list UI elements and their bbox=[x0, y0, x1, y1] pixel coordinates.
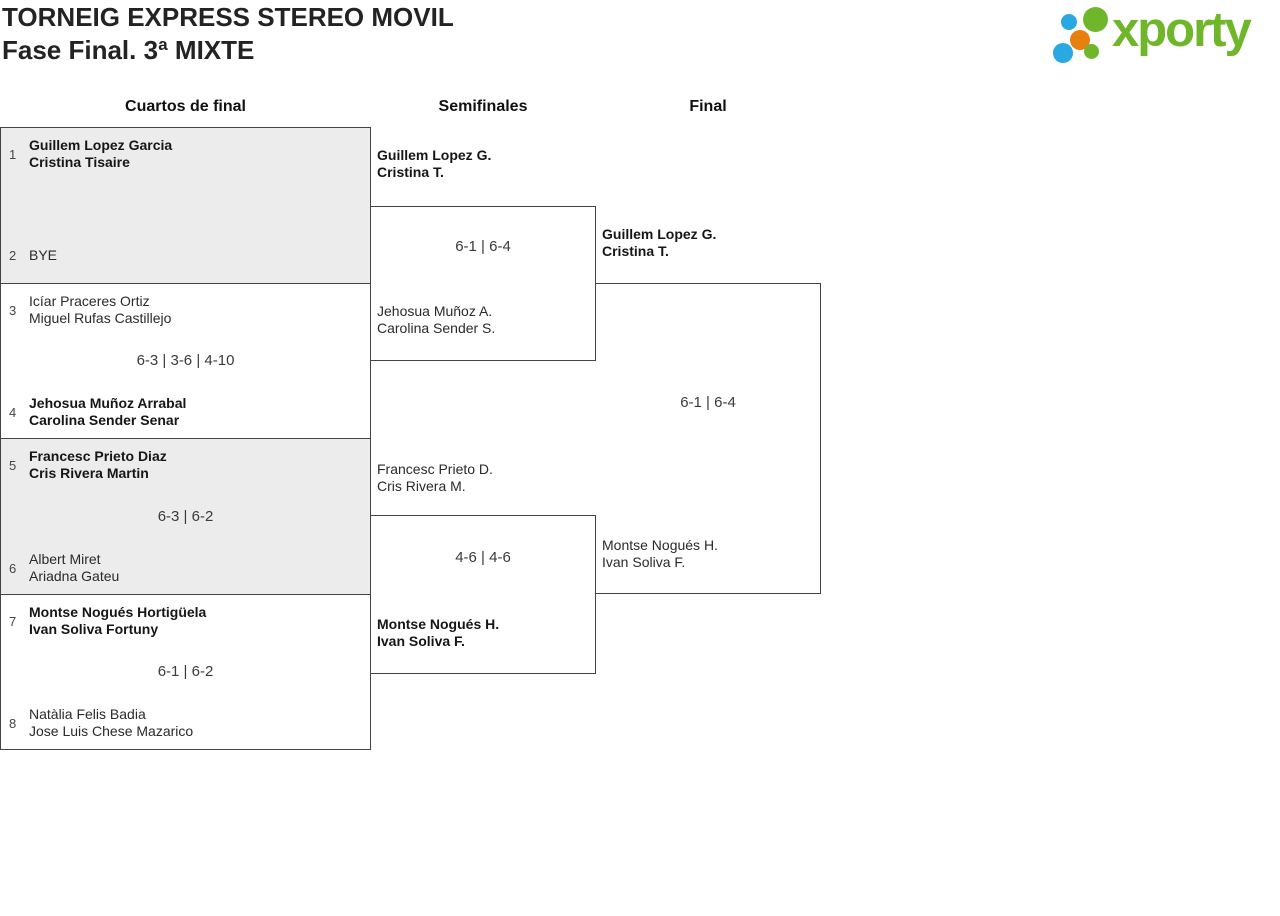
team-row: 1 Guillem Lopez Garcia Cristina Tisaire bbox=[9, 137, 172, 171]
xporty-logo[interactable]: xporty bbox=[1050, 3, 1278, 74]
match-score: 6-3 | 3-6 | 4-10 bbox=[136, 352, 235, 369]
team-label: Montse Nogués H. Ivan Soliva F. bbox=[377, 616, 499, 650]
player-name: Cristina T. bbox=[377, 164, 444, 180]
match-score: 6-1 | 6-4 bbox=[455, 238, 511, 255]
logo-wordmark: xporty bbox=[1112, 3, 1252, 57]
team-label: Francesc Prieto D. Cris Rivera M. bbox=[377, 461, 493, 495]
match-final bbox=[595, 283, 821, 594]
seed-number: 8 bbox=[9, 715, 17, 731]
player-name: Cristina Tisaire bbox=[29, 154, 130, 170]
player-name: Jehosua Muñoz Arrabal bbox=[29, 395, 187, 411]
player-name: Cristina T. bbox=[602, 243, 669, 259]
round-header-final: Final bbox=[689, 98, 727, 115]
player-name: Miguel Rufas Castillejo bbox=[29, 310, 172, 326]
match-quarterfinal-3: 5 Francesc Prieto Diaz Cris Rivera Marti… bbox=[0, 438, 371, 595]
player-name: Carolina Sender Senar bbox=[29, 412, 180, 428]
logo-dot-icon bbox=[1061, 14, 1077, 30]
player-name: Jose Luis Chese Mazarico bbox=[29, 723, 194, 739]
phase-name: Fase Final. 3ª MIXTE bbox=[2, 35, 255, 65]
player-name: Montse Nogués H. bbox=[602, 537, 718, 553]
player-name: Icíar Praceres Ortiz bbox=[29, 293, 150, 309]
seed-number: 2 bbox=[9, 248, 17, 263]
seed-number: 5 bbox=[9, 457, 17, 473]
player-name: Jehosua Muñoz A. bbox=[377, 303, 493, 319]
team-label: Jehosua Muñoz A. Carolina Sender S. bbox=[377, 303, 495, 337]
logo-dot-icon bbox=[1083, 7, 1108, 32]
player-name: Ariadna Gateu bbox=[29, 568, 120, 584]
team-row: 8 Natàlia Felis Badia Jose Luis Chese Ma… bbox=[9, 706, 193, 740]
player-name: Guillem Lopez Garcia bbox=[29, 137, 173, 153]
page-title: TORNEIG EXPRESS STEREO MOVIL Fase Final.… bbox=[2, 1, 454, 67]
logo-dot-icon bbox=[1084, 44, 1099, 59]
match-semifinal-2 bbox=[370, 515, 596, 674]
tournament-name: TORNEIG EXPRESS STEREO MOVIL bbox=[2, 2, 454, 32]
player-name: Ivan Soliva Fortuny bbox=[29, 621, 159, 637]
team-row: 5 Francesc Prieto Diaz Cris Rivera Marti… bbox=[9, 448, 167, 482]
team-label: Montse Nogués H. Ivan Soliva F. bbox=[602, 537, 718, 571]
match-semifinal-1 bbox=[370, 206, 596, 361]
team-label: Guillem Lopez G. Cristina T. bbox=[377, 147, 491, 181]
match-score: 6-1 | 6-4 bbox=[680, 394, 736, 411]
player-name: Cris Rivera Martin bbox=[29, 465, 149, 481]
match-score: 6-1 | 6-2 bbox=[157, 663, 214, 680]
player-name: Ivan Soliva F. bbox=[377, 633, 465, 649]
match-quarterfinal-1: 1 Guillem Lopez Garcia Cristina Tisaire … bbox=[0, 127, 371, 284]
match-quarterfinal-4: 7 Montse Nogués Hortigüela Ivan Soliva F… bbox=[0, 594, 371, 750]
player-name: Montse Nogués H. bbox=[377, 616, 500, 632]
logo-dot-icon bbox=[1070, 30, 1090, 50]
match-quarterfinal-2: 3 Icíar Praceres Ortiz Miguel Rufas Cast… bbox=[0, 283, 371, 439]
player-name: Guillem Lopez G. bbox=[377, 147, 492, 163]
seed-number: 4 bbox=[9, 404, 17, 420]
bye-label: BYE bbox=[29, 247, 58, 263]
player-name: Carolina Sender S. bbox=[377, 320, 496, 336]
logo-dot-icon bbox=[1053, 43, 1073, 63]
seed-number: 3 bbox=[9, 302, 17, 318]
round-header-quarterfinals: Cuartos de final bbox=[125, 98, 246, 115]
player-name: Natàlia Felis Badia bbox=[29, 706, 146, 722]
match-score: 6-3 | 6-2 bbox=[157, 507, 214, 525]
player-name: Guillem Lopez G. bbox=[602, 226, 717, 242]
seed-number: 7 bbox=[9, 613, 17, 629]
team-row: 6 Albert Miret Ariadna Gateu bbox=[9, 551, 119, 585]
match-score: 4-6 | 4-6 bbox=[455, 549, 511, 566]
player-name: Francesc Prieto Diaz bbox=[29, 448, 167, 464]
seed-number: 1 bbox=[9, 146, 17, 162]
player-name: Albert Miret bbox=[29, 551, 101, 567]
team-label: Guillem Lopez G. Cristina T. bbox=[602, 226, 716, 260]
player-name: Ivan Soliva F. bbox=[602, 554, 686, 570]
player-name: Cris Rivera M. bbox=[377, 478, 466, 494]
seed-number: 6 bbox=[9, 560, 17, 576]
round-header-semifinals: Semifinales bbox=[438, 98, 528, 115]
player-name: Montse Nogués Hortigüela bbox=[29, 604, 207, 620]
team-row: 4 Jehosua Muñoz Arrabal Carolina Sender … bbox=[9, 395, 186, 429]
player-name: Francesc Prieto D. bbox=[377, 461, 493, 477]
team-row: 2 BYE bbox=[9, 247, 57, 264]
team-row: 7 Montse Nogués Hortigüela Ivan Soliva F… bbox=[9, 604, 206, 638]
team-row: 3 Icíar Praceres Ortiz Miguel Rufas Cast… bbox=[9, 293, 171, 327]
